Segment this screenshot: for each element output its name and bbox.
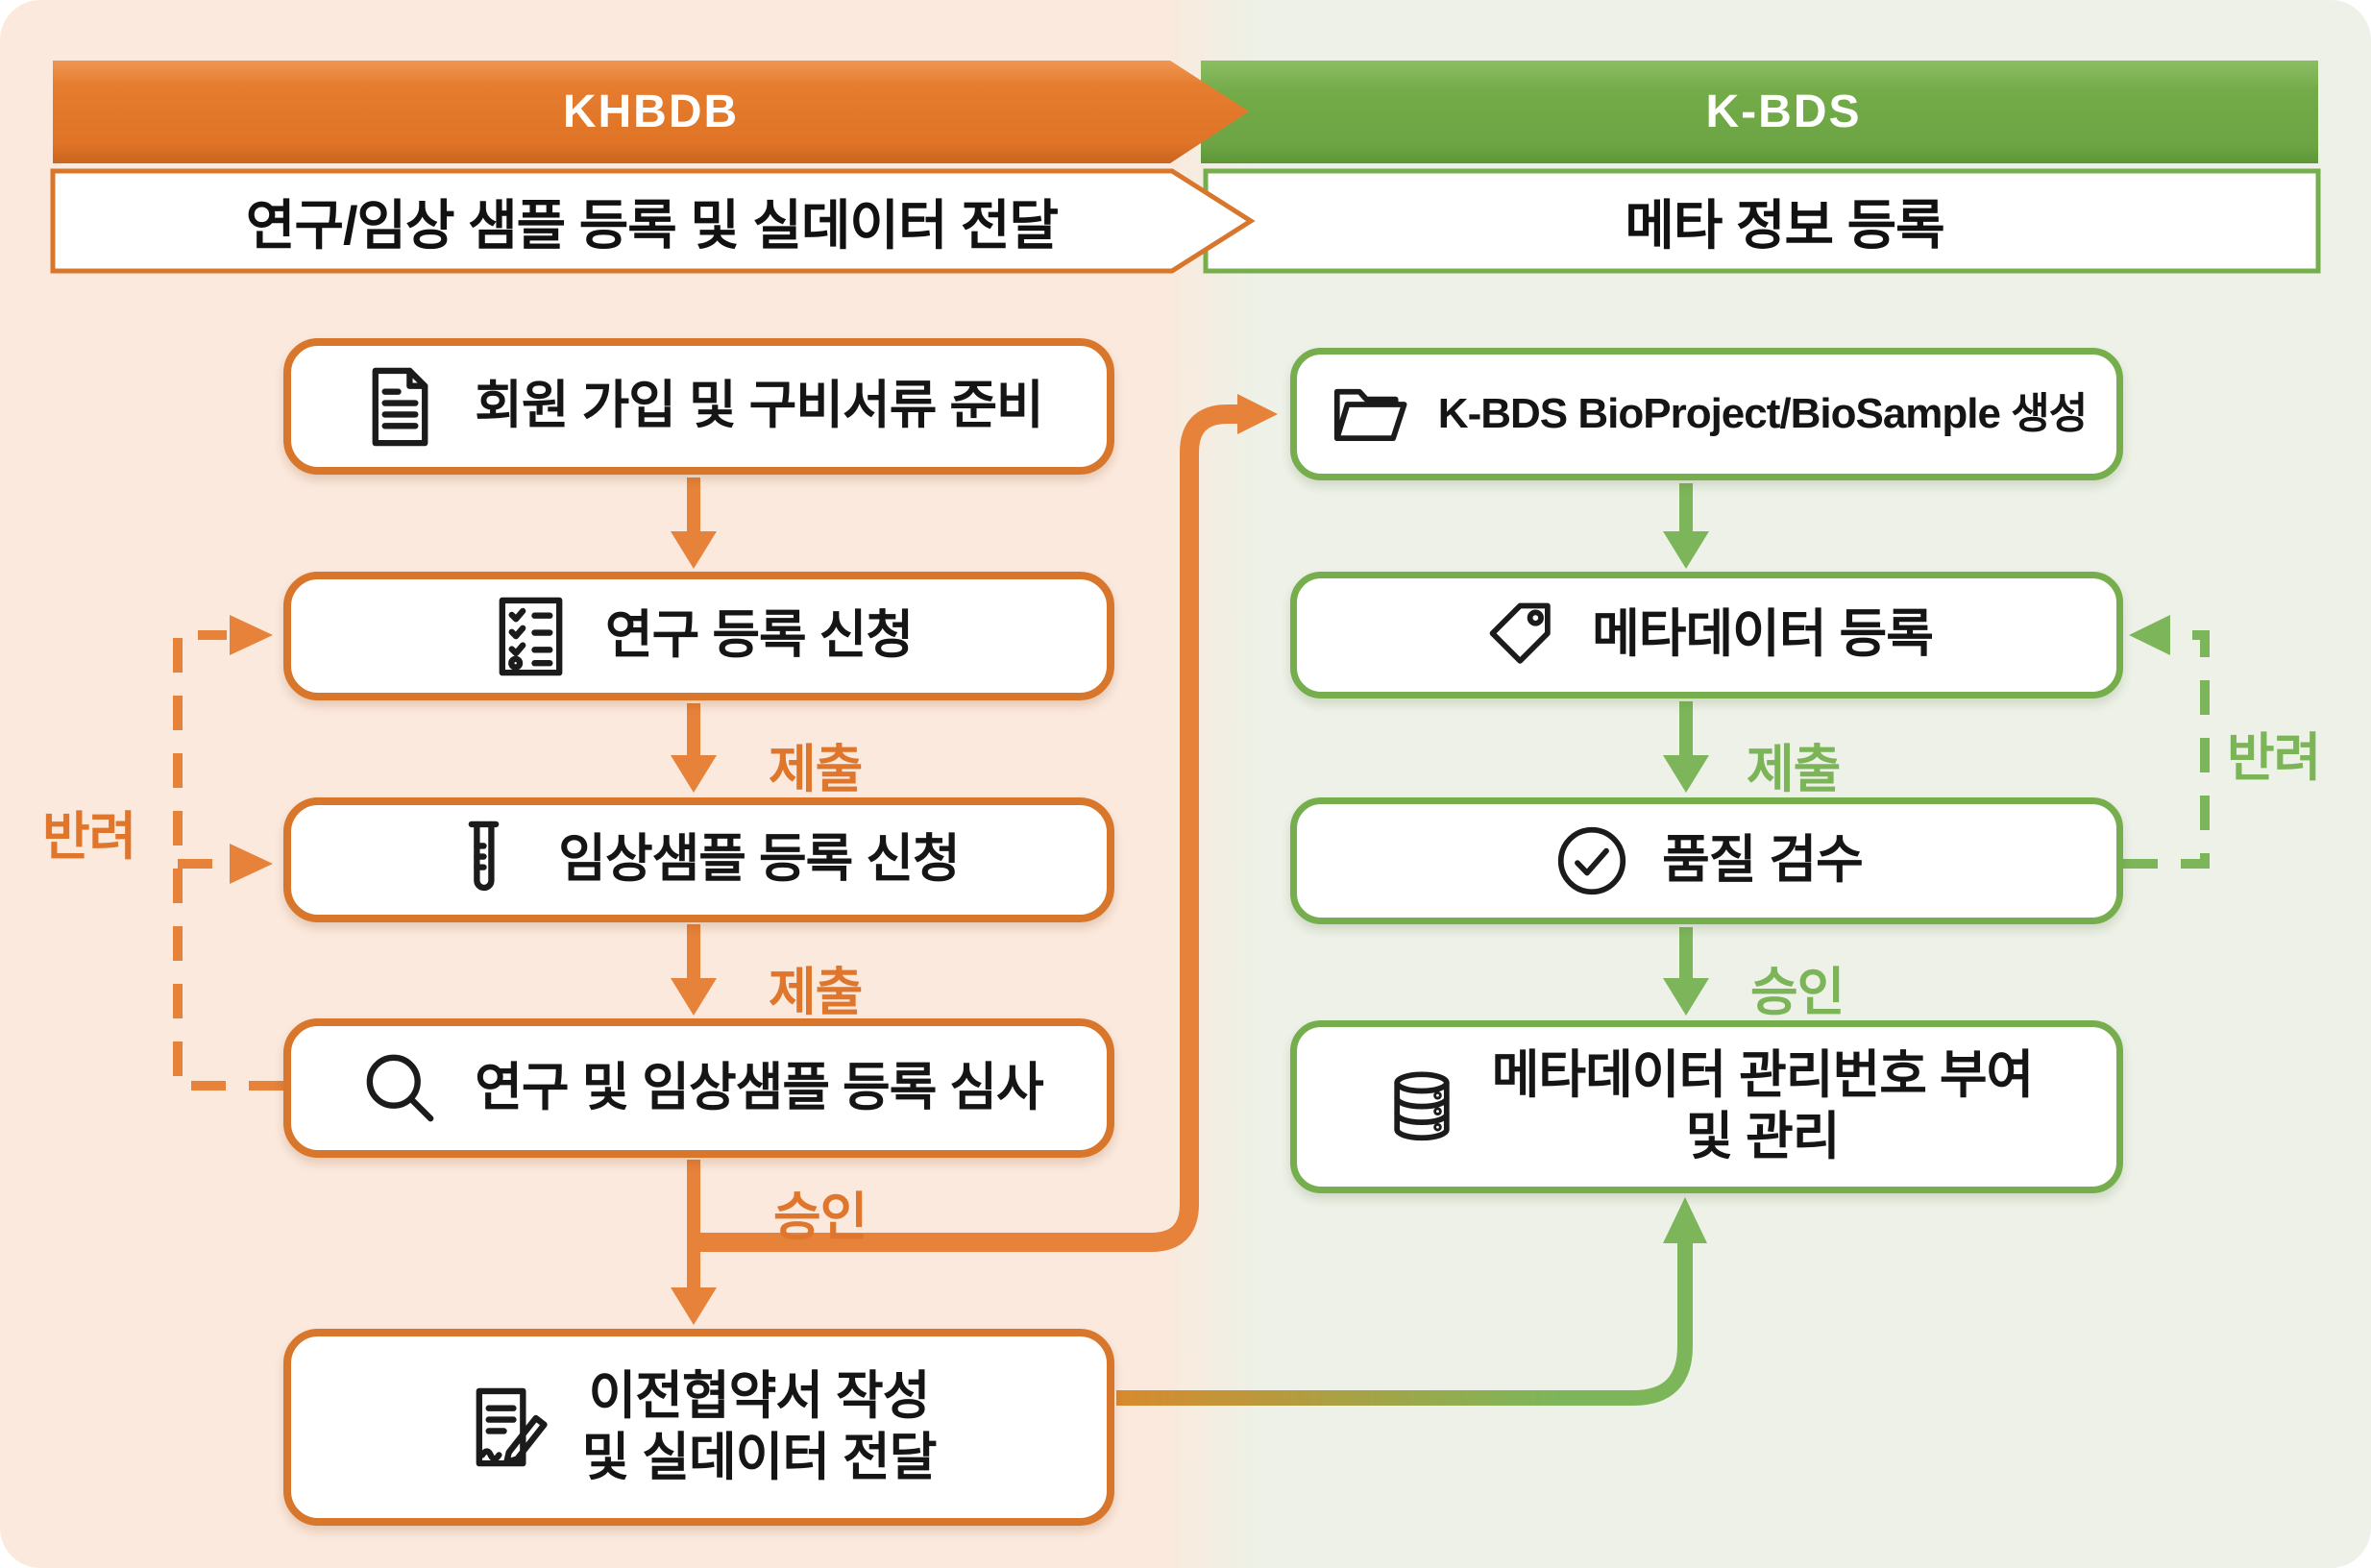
submit-label-kbds: 제출: [1747, 741, 1841, 798]
step-label: 이전협약서 작성 및 실데이터 전달: [581, 1366, 938, 1486]
tag-icon: [1489, 602, 1551, 664]
kstep-quality-check-box: 품질 검수: [1290, 797, 2123, 924]
arrow-kstep1-kstep2: [1663, 483, 1709, 569]
step-label: 연구 및 임상샘플 등록 심사: [475, 1058, 1043, 1116]
step-review-box: 연구 및 임상샘플 등록 심사: [283, 1018, 1114, 1158]
step-label: 메타데이터 관리번호 부여 및 관리: [1491, 1046, 2034, 1165]
approve-label-khbdb: 승인: [773, 1188, 868, 1246]
approve-label-kbds: 승인: [1750, 964, 1845, 1021]
khbdb-system-title: KHBDB: [562, 86, 740, 137]
step-label: 연구 등록 신청: [604, 606, 914, 665]
arrow-step1-step2: [671, 478, 717, 569]
open-folder-icon: [1333, 388, 1407, 441]
reject-label-kbds: 반려: [2227, 729, 2321, 787]
step-agreement-box: 이전협약서 작성 및 실데이터 전달: [283, 1329, 1114, 1526]
data-transfer-connector: [1116, 1197, 1707, 1406]
database-icon: [1394, 1071, 1450, 1141]
agreement-pen-icon: [476, 1387, 548, 1467]
kbds-system-title: K-BDS: [1705, 86, 1862, 137]
submit-label-1: 제출: [769, 741, 863, 798]
kstep-management-number-box: 메타데이터 관리번호 부여 및 관리: [1290, 1020, 2123, 1193]
checklist-icon: [499, 597, 563, 675]
kstep-metadata-register-box: 메타데이터 등록: [1290, 572, 2123, 698]
arrow-kstep2-kstep3: [1663, 701, 1709, 793]
reject-label-khbdb: 반려: [42, 808, 136, 866]
step-label: 회원 가입 및 구비서류 준비: [475, 377, 1043, 435]
submit-label-2: 제출: [769, 964, 863, 1021]
arrow-step3-step4: [671, 924, 717, 1016]
document-icon: [372, 367, 428, 446]
step-label: 임상샘플 등록 신청: [558, 830, 960, 889]
kbds-flow-arrows: [1663, 483, 1709, 1016]
check-circle-icon: [1558, 826, 1626, 895]
khbdb-banner: [50, 61, 1256, 274]
kbds-banner: [1201, 61, 2321, 274]
arrow-step2-step3: [671, 703, 717, 793]
approve-connector-khbdb-to-kbds: [694, 394, 1278, 1252]
step-label: 메타데이터 등록: [1592, 605, 1934, 664]
reject-connector-khbdb: [173, 615, 283, 1090]
reject-connector-kbds: [2123, 615, 2210, 869]
kbds-subtitle: 메타 정보 등록: [1625, 194, 1944, 256]
magnifier-icon: [366, 1054, 434, 1122]
kstep-bioproject-box: K-BDS BioProject/BioSample 생성: [1290, 348, 2123, 480]
arrow-kstep3-kstep4: [1663, 927, 1709, 1016]
khbdb-subtitle: 연구/임상 샘플 등록 및 실데이터 전달: [245, 194, 1059, 256]
test-tube-icon: [468, 821, 500, 891]
step-label: K-BDS BioProject/BioSample 생성: [1437, 390, 2088, 438]
step-sample-apply-box: 임상샘플 등록 신청: [283, 797, 1114, 922]
step-membership-box: 회원 가입 및 구비서류 준비: [283, 338, 1114, 475]
step-research-apply-box: 연구 등록 신청: [283, 572, 1114, 700]
step-label: 품질 검수: [1662, 831, 1864, 890]
